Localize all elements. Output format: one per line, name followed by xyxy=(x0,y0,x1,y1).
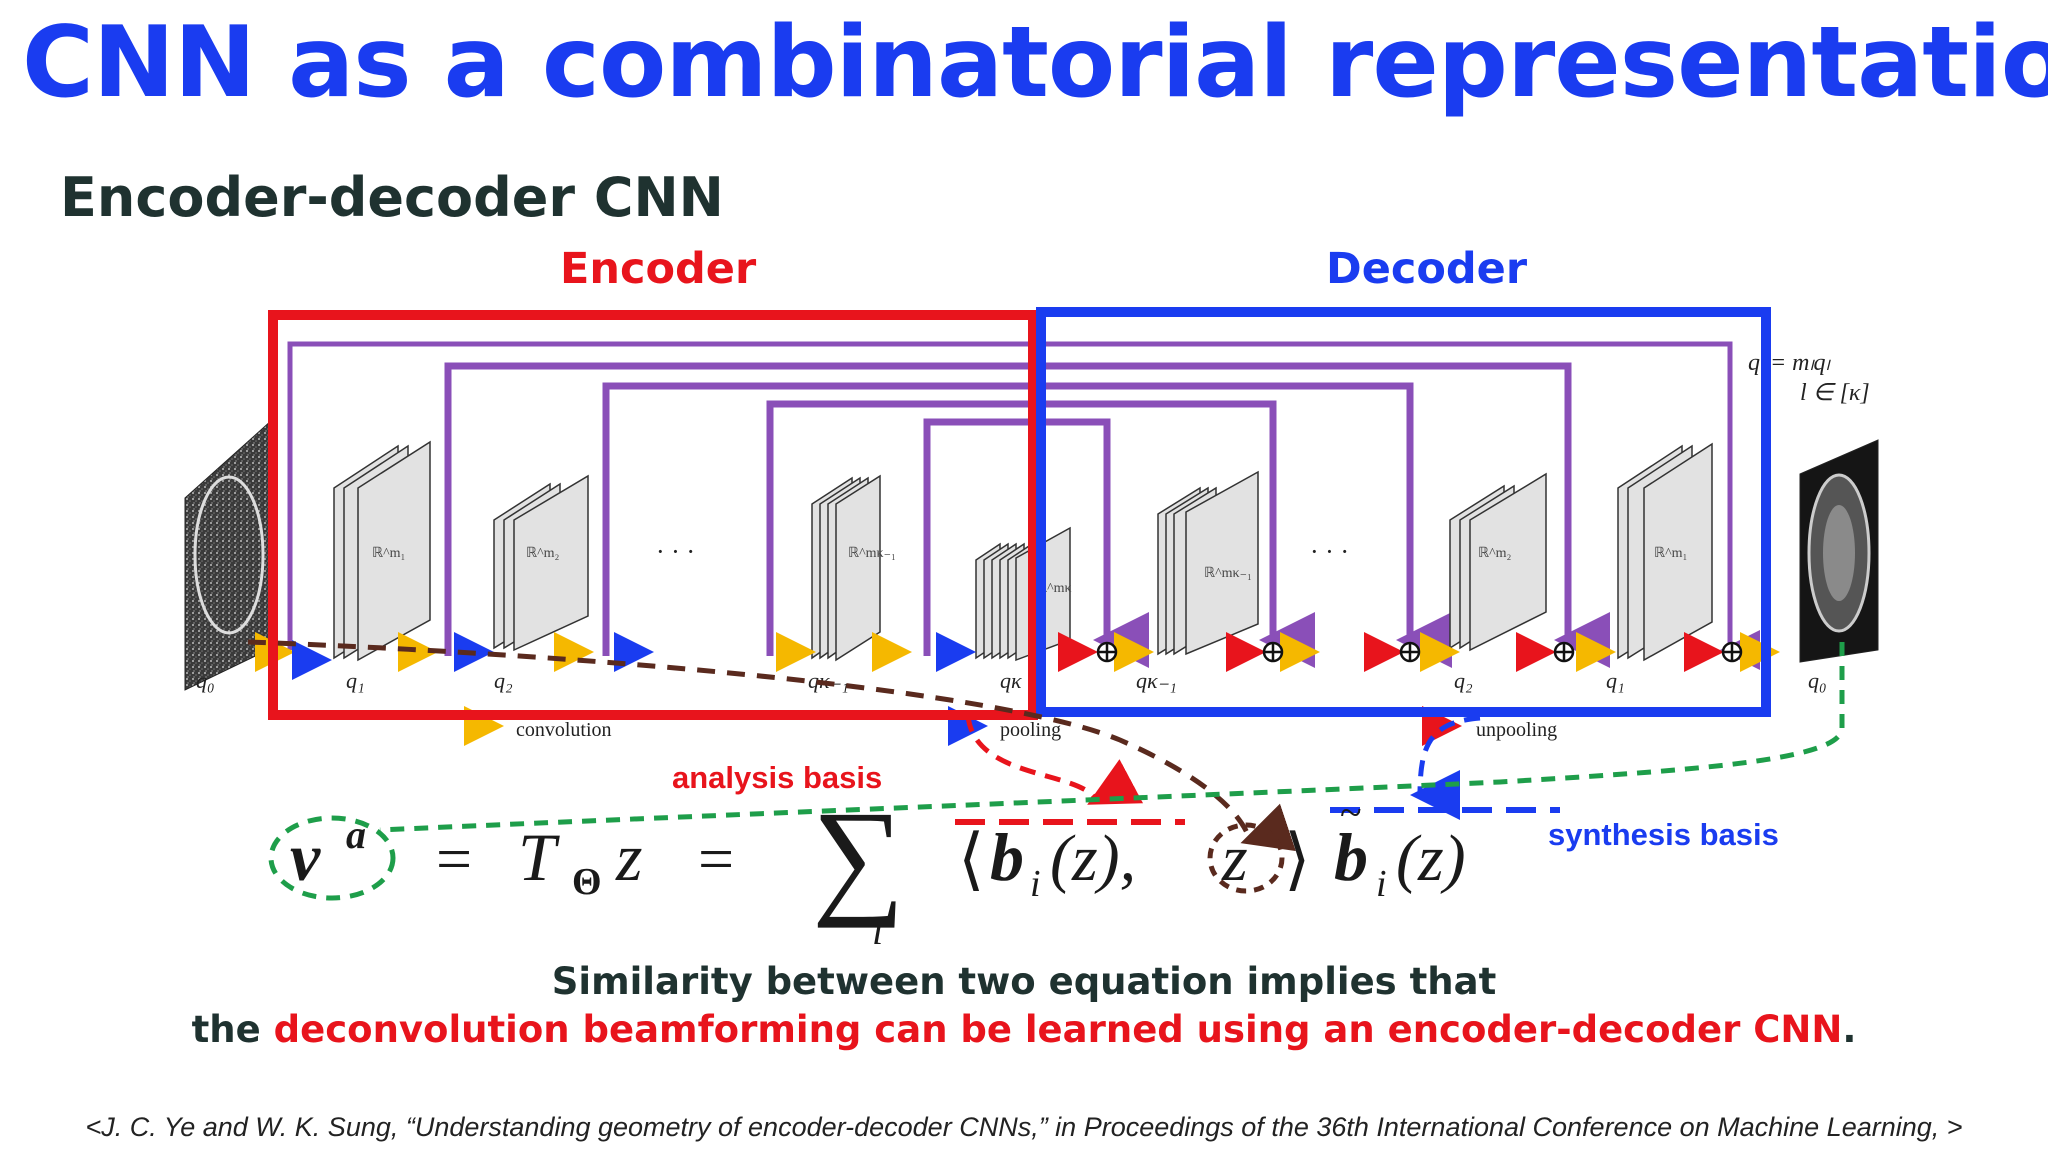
eq-operator-sub: Θ xyxy=(572,861,602,903)
q-label: qκ₋₁ xyxy=(1136,668,1177,693)
q-label: q₂ xyxy=(494,668,513,693)
decoder-block-1 xyxy=(1157,470,1259,656)
flow-arrows xyxy=(255,632,1780,680)
citation: <J. C. Ye and W. K. Sung, “Understanding… xyxy=(85,1112,1963,1142)
link-to-v xyxy=(379,642,1845,833)
decoder-block-2-label: ℝ^m₂ xyxy=(1478,546,1512,561)
encoder-block-2-label: ℝ^m₂ xyxy=(526,546,560,561)
eq-open-bracket: ⟨ xyxy=(958,821,985,897)
eq-sum: ∑ xyxy=(812,785,905,929)
eq-b: b xyxy=(990,819,1024,895)
equation: v a = T Θ z = ∑ i ⟨ b i (z), z ⟩ b ~ i (… xyxy=(290,785,1466,953)
decoder-block-3 xyxy=(1617,442,1713,662)
eq-operator: T xyxy=(518,819,560,895)
link-to-z xyxy=(247,639,1296,852)
encoder-ellipsis: · · · xyxy=(656,537,695,566)
conclusion-line-1: Similarity between two equation implies … xyxy=(551,960,1497,1003)
eq-equals-1: = xyxy=(436,823,472,894)
eq-b-sub: i xyxy=(1030,863,1041,905)
output-image xyxy=(1799,439,1879,663)
encoder-block-3 xyxy=(811,474,881,662)
eq-b-arg: (z), xyxy=(1050,822,1136,895)
conclusion-suffix: . xyxy=(1842,1008,1857,1051)
v-circle xyxy=(268,815,396,901)
legend-unpooling: unpooling xyxy=(1476,719,1557,741)
decoder-block-3-label: ℝ^m₁ xyxy=(1654,546,1687,561)
legend-pooling: pooling xyxy=(1000,719,1061,741)
eq-btilde: b xyxy=(1334,819,1368,895)
constraint-line-1: qₗ = mₗqₗ xyxy=(1748,350,1831,376)
eq-btilde-sub: i xyxy=(1376,863,1387,905)
slide-subtitle: Encoder-decoder CNN xyxy=(60,166,724,229)
q-label: qκ xyxy=(1000,668,1022,693)
sum-node xyxy=(1721,641,1743,663)
eq-sum-index: i xyxy=(872,908,883,953)
eq-z: z xyxy=(1221,822,1248,895)
constraint-line-2: l ∈ [κ] xyxy=(1800,380,1870,406)
decoder-frame xyxy=(1036,307,1771,717)
q-label: q₀ xyxy=(196,668,215,693)
sum-nodes xyxy=(1096,641,1743,663)
legend-convolution: convolution xyxy=(516,719,612,741)
conclusion-highlight: deconvolution beamforming can be learned… xyxy=(273,1008,1843,1051)
q-label: q₀ xyxy=(1808,668,1827,693)
decoder-block-1-label: ℝ^mκ₋₁ xyxy=(1204,566,1252,581)
decoder-block-2 xyxy=(1449,472,1547,652)
sum-node xyxy=(1262,641,1284,663)
decoder-ellipsis: · · · xyxy=(1310,537,1349,566)
skip-connections xyxy=(287,341,1760,670)
conclusion-prefix: the xyxy=(191,1008,274,1051)
encoder-frame xyxy=(268,310,1038,720)
feature-maps xyxy=(333,440,1713,662)
input-image xyxy=(184,418,273,691)
synthesis-basis-annotation: synthesis basis xyxy=(1548,817,1779,852)
eq-lhs-sup: a xyxy=(346,812,366,857)
z-circle xyxy=(1207,822,1285,894)
encoder-block-2 xyxy=(493,474,589,652)
slide-title: CNN as a combinatorial representation xyxy=(22,6,2048,120)
q-label: q₂ xyxy=(1454,668,1473,693)
q-label: qκ₋₁ xyxy=(808,668,849,693)
conclusion-line-2: the deconvolution beamforming can be lea… xyxy=(0,1008,2048,1051)
analysis-basis-annotation: analysis basis xyxy=(672,760,883,795)
encoder-block-1-label: ℝ^m₁ xyxy=(372,546,405,561)
eq-var: z xyxy=(615,819,642,895)
q-labels: q₀ q₁ q₂ qκ₋₁ qκ qκ₋₁ q₂ q₁ q₀ xyxy=(196,668,1827,693)
eq-lhs: v xyxy=(290,819,321,895)
eq-equals-2: = xyxy=(698,823,734,894)
decoder-label: Decoder xyxy=(1326,244,1528,294)
eq-close-bracket: ⟩ xyxy=(1284,821,1311,897)
sum-node xyxy=(1399,641,1421,663)
legend: convolution pooling unpooling xyxy=(464,706,1557,746)
encoder-block-1 xyxy=(333,440,431,662)
q-label: q₁ xyxy=(346,668,365,693)
encoder-label: Encoder xyxy=(560,244,757,294)
sum-node xyxy=(1096,641,1118,663)
q-label: q₁ xyxy=(1606,668,1625,693)
link-synthesis-basis xyxy=(1410,715,1481,821)
link-analysis-basis xyxy=(965,715,1144,805)
eq-btilde-arg: (z) xyxy=(1396,822,1466,895)
encoder-block-3-label: ℝ^mκ₋₁ xyxy=(848,546,896,561)
eq-tilde: ~ xyxy=(1340,790,1362,835)
sum-node xyxy=(1553,641,1575,663)
